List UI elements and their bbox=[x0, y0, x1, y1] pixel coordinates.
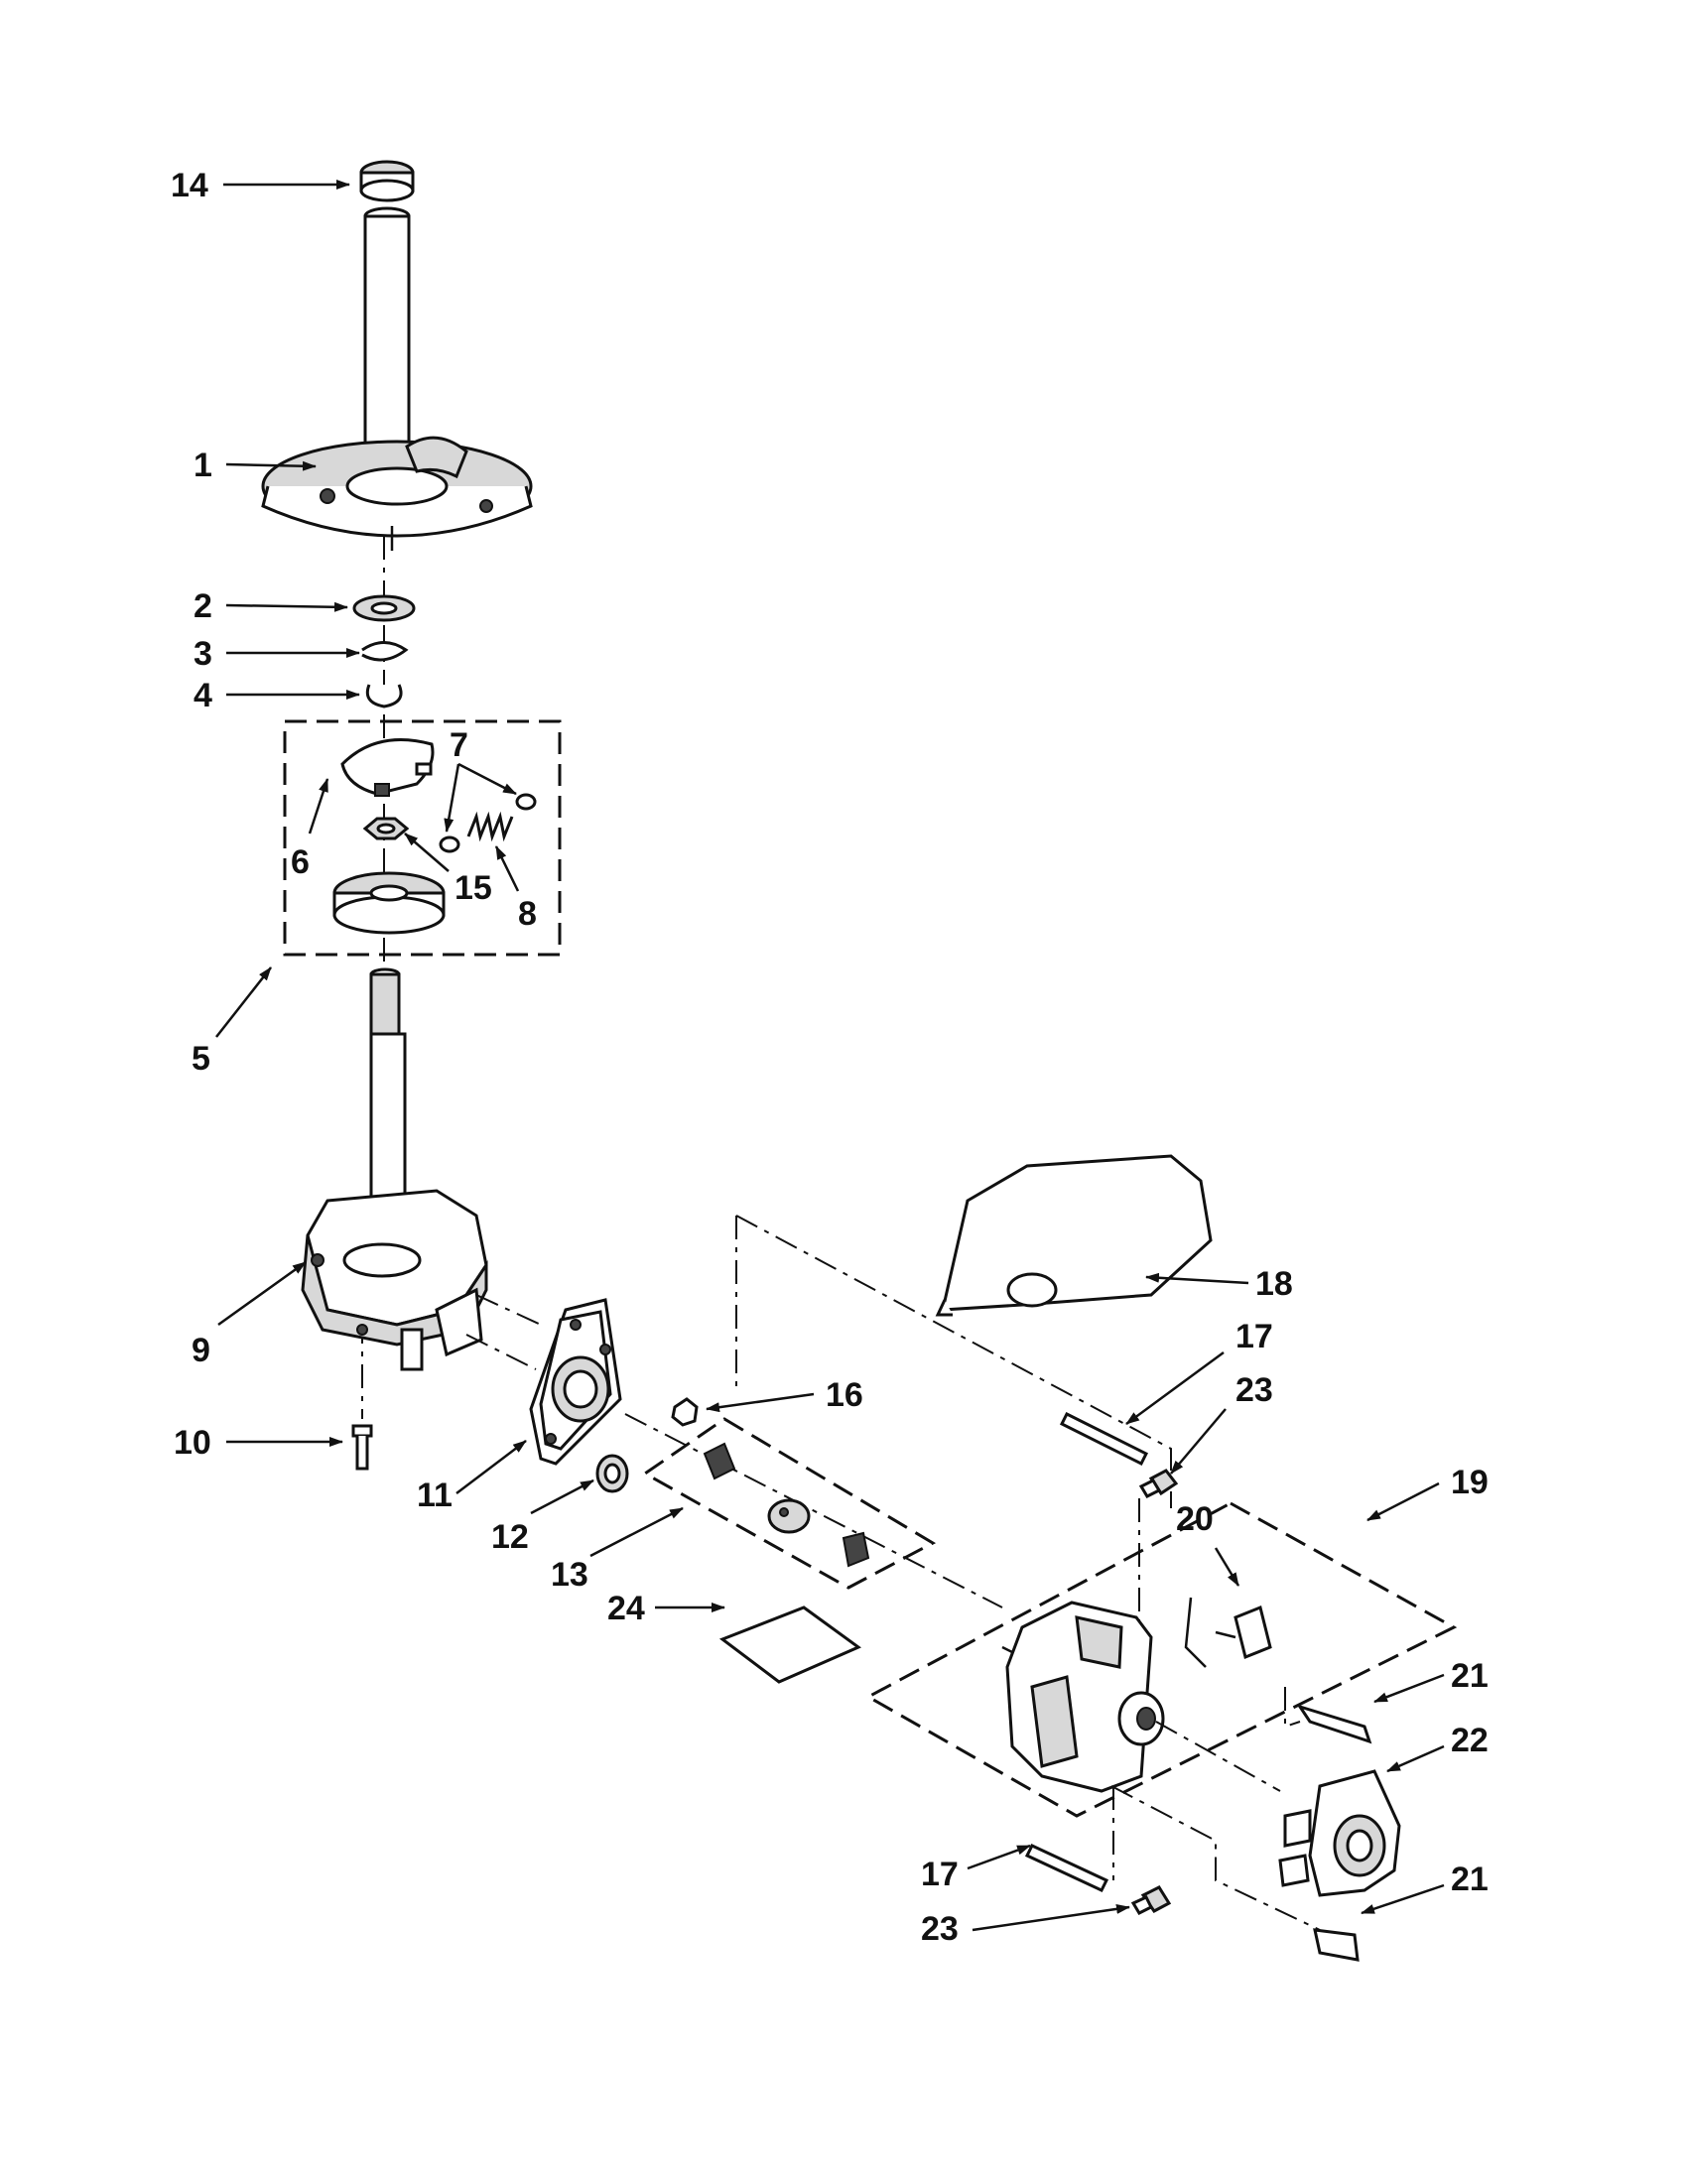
part-13-kit-outline bbox=[642, 1417, 937, 1590]
part-23-upper-screw bbox=[1138, 1469, 1179, 1498]
leader-15 bbox=[404, 833, 450, 872]
callout-7: 7 bbox=[450, 726, 468, 764]
part-19-motor bbox=[1001, 1601, 1165, 1793]
callout-4: 4 bbox=[194, 677, 212, 714]
shield-line bbox=[735, 1215, 1172, 1508]
part-17-upper-strip bbox=[1059, 1411, 1149, 1467]
gearcase-to-plate-line-1 bbox=[475, 1294, 542, 1326]
leader-6 bbox=[308, 778, 329, 835]
callout-3: 3 bbox=[194, 635, 212, 673]
callout-17a: 17 bbox=[1235, 1318, 1273, 1355]
leader-5 bbox=[215, 966, 272, 1038]
part-20-switch bbox=[1184, 1597, 1272, 1668]
part-14-seal bbox=[359, 160, 415, 202]
part-12-cap bbox=[595, 1454, 629, 1493]
leader-7a bbox=[444, 763, 460, 833]
callout-21a: 21 bbox=[1451, 1657, 1489, 1695]
leader-23a bbox=[1170, 1408, 1227, 1475]
part-2-washer bbox=[352, 594, 416, 622]
leader-13 bbox=[589, 1506, 684, 1558]
part-21-upper-clip bbox=[1296, 1704, 1372, 1744]
leader-18 bbox=[1145, 1272, 1249, 1285]
leader-12 bbox=[530, 1478, 594, 1515]
leader-21a bbox=[1373, 1673, 1445, 1704]
bracket-line bbox=[1284, 1687, 1301, 1729]
callout-23b: 23 bbox=[921, 1910, 959, 1948]
callout-1: 1 bbox=[194, 447, 212, 484]
callout-11: 11 bbox=[417, 1477, 453, 1514]
leader-17b bbox=[967, 1844, 1031, 1870]
leader-22 bbox=[1386, 1744, 1445, 1773]
leader-1 bbox=[225, 460, 317, 471]
leader-17a bbox=[1125, 1350, 1225, 1426]
leader-7b bbox=[457, 762, 517, 796]
leader-23b bbox=[972, 1903, 1130, 1932]
pump-to-clip-line bbox=[1110, 1785, 1321, 1931]
motor-to-pump-line bbox=[1155, 1721, 1281, 1792]
part-1-shaft-and-plate bbox=[261, 206, 533, 551]
brake-pulley bbox=[332, 871, 446, 935]
leader-16 bbox=[706, 1392, 815, 1413]
part-6-brake-band bbox=[340, 738, 435, 797]
callout-2: 2 bbox=[194, 587, 212, 625]
leader-2 bbox=[225, 601, 348, 612]
part-16-bolt bbox=[671, 1397, 699, 1427]
callout-18: 18 bbox=[1255, 1265, 1293, 1303]
part-21-lower-clip bbox=[1313, 1928, 1360, 1962]
callout-19: 19 bbox=[1451, 1464, 1489, 1501]
callout-20: 20 bbox=[1176, 1500, 1214, 1538]
part-19-kit-outline bbox=[864, 1501, 1458, 1818]
callout-24: 24 bbox=[607, 1590, 645, 1627]
callout-5: 5 bbox=[192, 1040, 210, 1078]
plate-to-motor-line bbox=[624, 1413, 1003, 1608]
callout-16: 16 bbox=[826, 1376, 863, 1414]
leader-8 bbox=[494, 845, 520, 892]
leader-11 bbox=[455, 1440, 527, 1494]
part-4-retaining-ring bbox=[365, 684, 403, 708]
part-9-gearcase bbox=[301, 967, 488, 1371]
part-15-hub bbox=[362, 817, 410, 840]
part-17-lower-strip bbox=[1024, 1844, 1109, 1892]
callout-14: 14 bbox=[171, 167, 208, 204]
callout-23a: 23 bbox=[1235, 1371, 1273, 1409]
callout-21b: 21 bbox=[1451, 1861, 1489, 1898]
callout-8: 8 bbox=[518, 895, 537, 933]
part-8-spring bbox=[466, 811, 514, 842]
callout-17b: 17 bbox=[921, 1856, 959, 1893]
callout-10: 10 bbox=[174, 1424, 211, 1462]
part-5-kit-outline bbox=[283, 719, 562, 957]
part-7-washers bbox=[439, 793, 537, 853]
callout-12: 12 bbox=[491, 1518, 529, 1556]
part-22-pump bbox=[1278, 1769, 1401, 1897]
part-10-screw bbox=[351, 1424, 373, 1471]
part-3-clip bbox=[361, 641, 409, 662]
callout-15: 15 bbox=[454, 869, 492, 907]
leader-19 bbox=[1366, 1481, 1440, 1522]
part-23-lower-screw bbox=[1130, 1885, 1172, 1915]
leader-21b bbox=[1361, 1883, 1445, 1915]
callout-22: 22 bbox=[1451, 1722, 1489, 1759]
part-18-shield bbox=[935, 1154, 1213, 1317]
part-24-pad bbox=[718, 1606, 861, 1684]
callout-13: 13 bbox=[551, 1556, 588, 1594]
leader-20 bbox=[1214, 1547, 1240, 1587]
gearcase-to-plate-line-2 bbox=[465, 1334, 537, 1370]
leader-9 bbox=[217, 1260, 307, 1327]
callout-9: 9 bbox=[192, 1332, 210, 1369]
part-11-mounting-plate bbox=[529, 1298, 622, 1466]
callout-6: 6 bbox=[291, 843, 310, 881]
part-13-coupler bbox=[703, 1442, 870, 1568]
